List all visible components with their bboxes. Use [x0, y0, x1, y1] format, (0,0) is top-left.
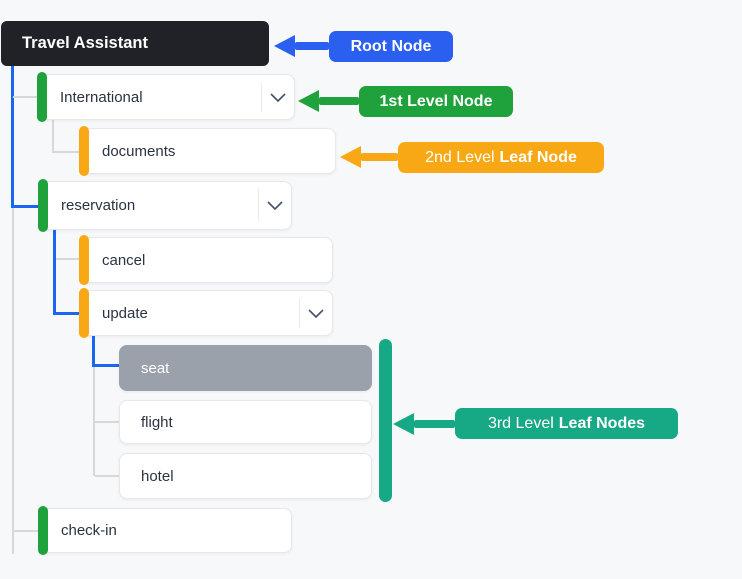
third-level-arrow — [393, 413, 455, 435]
third-level-group-bracket — [379, 339, 392, 502]
connector-to-checkin — [13, 530, 38, 532]
tree-node-label: cancel — [102, 251, 146, 269]
tree-node-label: documents — [102, 142, 176, 160]
tree-node-seat[interactable]: seat — [119, 345, 372, 391]
connector-update-vertical-gray — [93, 367, 95, 476]
tree-node-label: International — [60, 88, 143, 106]
connector-to-international — [13, 96, 38, 98]
third-level-badge: 3rd Level Leaf Nodes — [455, 408, 678, 439]
tree-node-hotel[interactable]: hotel — [119, 453, 372, 499]
connector-to-seat — [95, 364, 119, 367]
first-level-badge: 1st Level Node — [359, 86, 513, 117]
chevron-down-icon[interactable] — [261, 82, 294, 112]
root-node-arrow — [274, 35, 329, 57]
chevron-down-icon[interactable] — [299, 298, 332, 328]
badge-label: Root Node — [350, 37, 432, 55]
badge-label-prefix: 2nd Level — [425, 148, 495, 166]
tree-node-cancel[interactable]: cancel — [79, 235, 333, 285]
badge-label-bold: Leaf Nodes — [558, 414, 646, 432]
arrow-head-icon — [298, 90, 319, 112]
level-pill — [37, 72, 47, 122]
tree-node-label: seat — [141, 359, 170, 377]
connector-to-cancel — [56, 258, 80, 260]
level-pill — [38, 506, 48, 555]
connector-international-vertical — [52, 120, 54, 153]
root-node-label: Travel Assistant — [22, 34, 148, 52]
tree-node-documents[interactable]: documents — [79, 126, 336, 176]
connector-to-documents — [54, 151, 80, 153]
connector-to-flight — [95, 421, 119, 423]
arrow-head-icon — [393, 413, 414, 435]
second-level-arrow — [340, 146, 398, 168]
level-pill — [79, 288, 89, 338]
root-node-badge: Root Node — [329, 31, 453, 62]
badge-label-prefix: 3rd Level — [487, 414, 554, 432]
level-pill — [79, 126, 89, 176]
tree-node-reservation[interactable]: reservation — [38, 179, 292, 232]
tree-node-label: hotel — [141, 467, 174, 485]
connector-to-update — [56, 312, 80, 315]
tree-node-label: reservation — [61, 197, 136, 214]
tree-node-checkin[interactable]: check-in — [38, 506, 292, 555]
level-pill — [38, 179, 48, 232]
tree-node-flight[interactable]: flight — [119, 400, 372, 444]
connector-root-vertical-gray — [12, 207, 14, 554]
tree-node-label: check-in — [61, 522, 117, 539]
second-level-badge: 2nd Level Leaf Node — [398, 142, 604, 173]
tree-node-label: update — [102, 304, 148, 322]
connector-to-hotel — [95, 475, 119, 477]
tree-root-node[interactable]: Travel Assistant — [1, 21, 269, 66]
badge-label-bold: Leaf Node — [499, 148, 577, 166]
first-level-arrow — [298, 90, 359, 112]
connector-to-reservation — [11, 205, 39, 208]
connector-reservation-vertical — [53, 230, 56, 315]
arrow-head-icon — [340, 146, 361, 168]
chevron-down-icon[interactable] — [258, 189, 291, 222]
tree-node-international[interactable]: International — [37, 72, 295, 122]
tree-node-label: flight — [141, 413, 173, 431]
connector-root-vertical-blue — [11, 66, 14, 207]
tree-node-update[interactable]: update — [79, 288, 333, 338]
arrow-head-icon — [274, 35, 295, 57]
connector-update-vertical-blue — [92, 336, 95, 367]
level-pill — [79, 235, 89, 285]
badge-label: 1st Level Node — [379, 92, 493, 110]
